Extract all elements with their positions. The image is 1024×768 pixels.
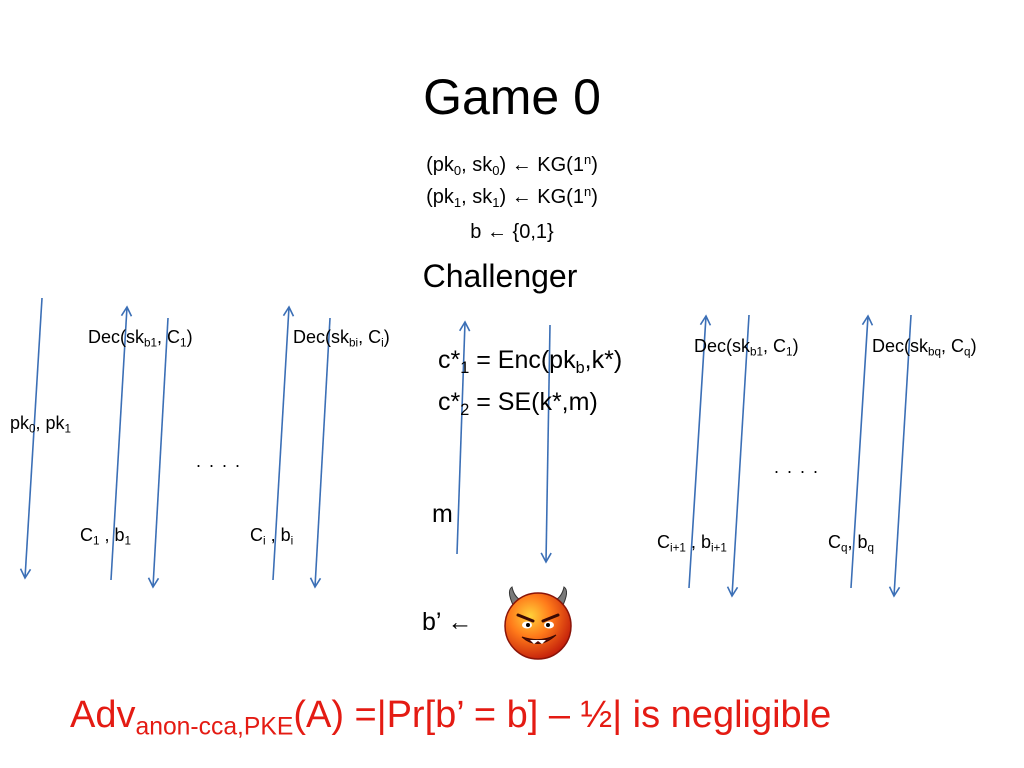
devil-face-icon xyxy=(500,585,576,661)
public-keys-label: pk0, pk1 xyxy=(10,414,71,432)
advantage-statement: Advanon-cca,PKE(A) =|Pr[b’ = b] – ½| is … xyxy=(70,696,831,734)
reply-i-label: Ci , bi xyxy=(250,526,293,544)
arrow-dec-reply-i1 xyxy=(732,315,749,596)
ellipsis-right: .... xyxy=(774,458,826,476)
arrow-pk-to-adversary xyxy=(25,298,42,578)
arrow-dec-reply-q xyxy=(894,315,911,596)
reply-q-label: Cq, bq xyxy=(828,533,874,551)
arrow-dec-reply-1 xyxy=(153,318,168,587)
message-label: m xyxy=(432,502,453,527)
challenge-c1: c*1 = Enc(pkb,k*) xyxy=(438,348,622,373)
dec-query-i-label: Dec(skbi, Ci) xyxy=(293,328,390,346)
dec-query-q-label: Dec(skbq, Cq) xyxy=(872,337,977,355)
challenge-c2: c*2 = SE(k*,m) xyxy=(438,390,598,415)
reply-1-label: C1 , b1 xyxy=(80,526,131,544)
guess-label: b’ ← xyxy=(422,610,472,635)
dec-query-right-1-label: Dec(skb1, C1) xyxy=(694,337,799,355)
ellipsis-left: .... xyxy=(196,452,248,470)
dec-query-1-label: Dec(skb1, C1) xyxy=(88,328,193,346)
reply-i1-label: Ci+1 , bi+1 xyxy=(657,533,727,551)
arrow-dec-reply-i xyxy=(315,318,330,587)
